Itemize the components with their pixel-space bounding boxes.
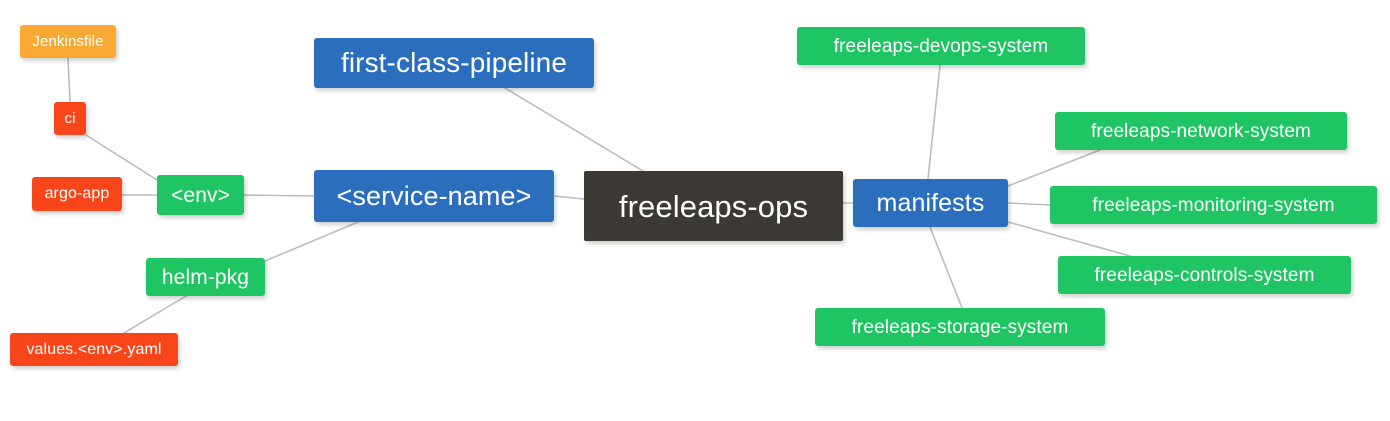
mindmap-edge	[504, 87, 644, 172]
mindmap-node-freeleaps-ops[interactable]: freeleaps-ops	[584, 171, 843, 241]
mindmap-node-manifests[interactable]: manifests	[853, 179, 1008, 227]
mindmap-node-argo-app[interactable]: argo-app	[32, 177, 122, 211]
mindmap-edge	[1007, 221, 1131, 257]
mindmap-node-freeleaps-devops-system[interactable]: freeleaps-devops-system	[797, 27, 1085, 65]
mindmap-edge	[67, 57, 71, 103]
mindmap-node-ci[interactable]: ci	[54, 102, 86, 135]
mindmap-node-values-yaml[interactable]: values.<env>.yaml	[10, 333, 178, 366]
mindmap-node-freeleaps-monitoring-system[interactable]: freeleaps-monitoring-system	[1050, 186, 1377, 224]
mindmap-edge	[264, 221, 359, 262]
mindmap-node-helm-pkg[interactable]: helm-pkg	[146, 258, 265, 296]
mindmap-node-freeleaps-network-system[interactable]: freeleaps-network-system	[1055, 112, 1347, 150]
mindmap-edge	[1007, 202, 1051, 206]
mindmap-node-jenkinsfile[interactable]: Jenkinsfile	[20, 25, 116, 58]
mindmap-edge	[553, 195, 585, 200]
mindmap-node-freeleaps-storage-system[interactable]: freeleaps-storage-system	[815, 308, 1105, 346]
mindmap-node-first-class-pipeline[interactable]: first-class-pipeline	[314, 38, 594, 88]
mindmap-edge	[927, 64, 941, 180]
mindmap-edge	[243, 194, 315, 197]
mindmap-edge	[123, 295, 187, 334]
mindmap-node-env[interactable]: <env>	[157, 175, 244, 215]
mindmap-node-freeleaps-controls-system[interactable]: freeleaps-controls-system	[1058, 256, 1351, 294]
mindmap-node-service-name[interactable]: <service-name>	[314, 170, 554, 222]
mindmap-edge	[929, 226, 963, 309]
mindmap-edge	[1007, 149, 1101, 187]
mindmap-edge	[85, 134, 158, 181]
